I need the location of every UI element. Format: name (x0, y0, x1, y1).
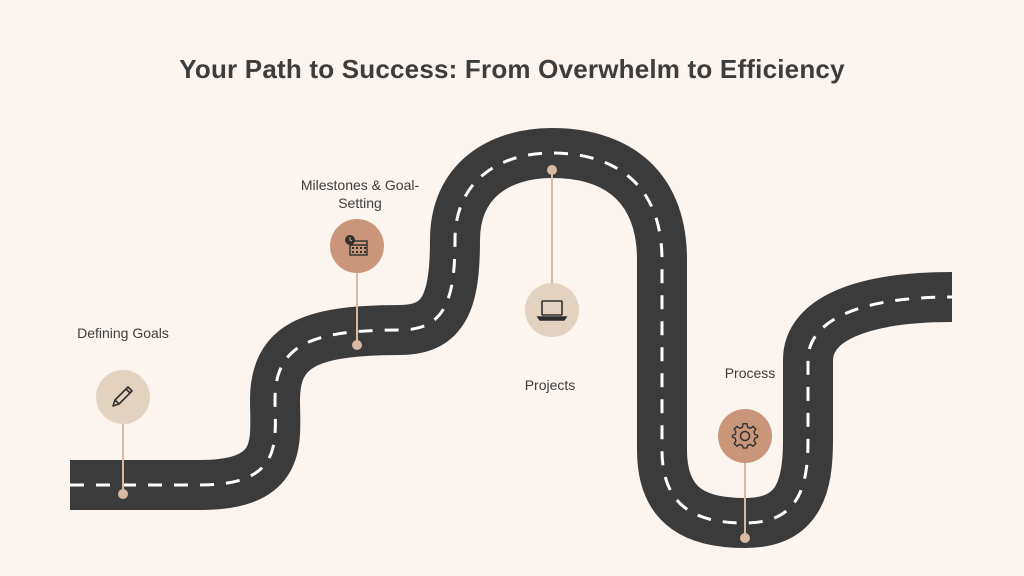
road (70, 128, 953, 548)
milestone-dot (118, 489, 128, 499)
milestone-dot (352, 340, 362, 350)
milestone-circle (525, 283, 579, 337)
laptop-icon (536, 300, 568, 321)
calendar-clock-icon (345, 235, 368, 256)
milestone-defining-goals (96, 370, 150, 499)
milestone-label-process: Process (724, 365, 776, 381)
milestone-dot (740, 533, 750, 543)
milestone-dot (547, 165, 557, 175)
milestone-circle (96, 370, 150, 424)
milestone-projects (525, 165, 579, 337)
milestone-label-defining-goals: Defining Goals (77, 325, 169, 341)
milestone-circle (718, 409, 772, 463)
gear-icon (731, 423, 759, 449)
milestone-label-goal-setting: Milestones & Goal-Setting (300, 177, 420, 211)
milestone-label-projects: Projects (524, 377, 576, 393)
milestone-goal-setting (330, 219, 384, 350)
milestone-circle (330, 219, 384, 273)
road-lane-markings (70, 151, 953, 525)
milestone-process (718, 409, 772, 543)
pencil-icon (112, 386, 133, 407)
page-title: Your Path to Success: From Overwhelm to … (179, 54, 845, 84)
